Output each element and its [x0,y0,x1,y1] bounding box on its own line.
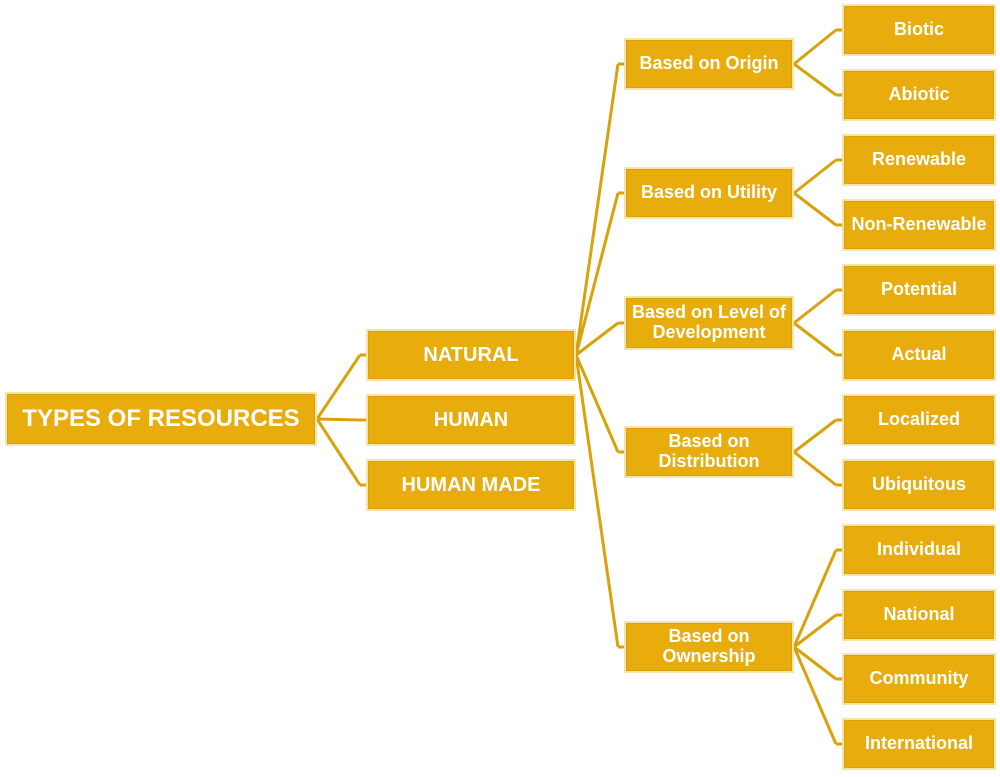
connector-line [793,613,837,649]
connector-line [793,191,837,227]
connector-line [574,354,620,453]
basis-utility: Based on Utility [624,167,794,219]
leaf-potential: Potential [842,264,996,316]
leaf-international: International [842,718,996,770]
category-natural: NATURAL [366,329,576,381]
basis-distribution: Based on Distribution [624,426,794,478]
connector-line [793,158,837,195]
connector-line [793,62,837,97]
leaf-ubiquitous: Ubiquitous [842,459,996,511]
connector-line [574,63,620,356]
basis-ownership: Based on Ownership [624,621,794,673]
leaf-localized: Localized [842,394,996,446]
connector-line [574,354,620,648]
connector-line [793,450,837,487]
leaf-renewable: Renewable [842,134,996,186]
connector-line [793,28,837,66]
connector-line [793,321,837,357]
connector-line [315,354,362,420]
leaf-individual: Individual [842,524,996,576]
connector-line [793,288,837,325]
leaf-actual: Actual [842,329,996,381]
connector-line [316,417,361,422]
connector-line [793,418,837,454]
leaf-national: National [842,589,996,641]
leaf-abiotic: Abiotic [842,69,996,121]
leaf-community: Community [842,653,996,705]
connector-line [574,192,620,356]
root-node-types-of-resources: TYPES OF RESOURCES [5,392,317,446]
connector-line [792,646,838,745]
category-human: HUMAN [366,394,576,446]
connector-line [792,549,838,648]
leaf-biotic: Biotic [842,4,996,56]
connector-line [793,645,837,681]
connector-line [575,321,619,357]
category-human-made: HUMAN MADE [366,459,576,511]
connector-line [315,418,362,486]
basis-origin: Based on Origin [624,38,794,90]
basis-level-of-development: Based on Level of Development [624,296,794,350]
leaf-non-renewable: Non-Renewable [842,199,996,251]
